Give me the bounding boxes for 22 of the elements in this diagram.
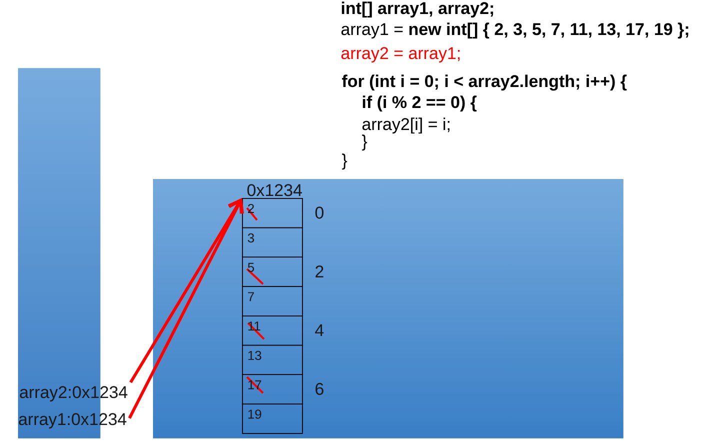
array-cell: 5	[242, 256, 303, 287]
array-cell: 13	[242, 344, 303, 375]
arrow	[128, 198, 244, 419]
index-label: 2	[316, 266, 324, 278]
code-line: array2[i] = i;	[362, 118, 450, 134]
code-line: }	[342, 154, 348, 170]
address-label: 0x1234	[247, 184, 302, 196]
arrow	[129, 198, 243, 384]
code-line: int[] array1, array2;	[342, 2, 494, 18]
code-line: array2 = array1;	[341, 47, 460, 63]
code-line: if (i % 2 == 0) {	[362, 96, 477, 112]
panel	[153, 179, 624, 438]
index-label: 6	[316, 382, 324, 395]
code-line: for (int i = 0; i < array2.length; i++) {	[342, 74, 627, 91]
index-label: 4	[315, 324, 324, 336]
code-line: array1 = new int[] { 2, 3, 5, 7, 11, 13, 17, 19 };	[341, 22, 688, 39]
array-cell: 2	[242, 198, 303, 228]
array-cell: 19	[242, 404, 303, 434]
array-cell: 3	[242, 227, 303, 258]
code-line: }	[362, 134, 368, 151]
array-cell: 7	[242, 286, 303, 316]
index-label: 0	[315, 206, 324, 219]
